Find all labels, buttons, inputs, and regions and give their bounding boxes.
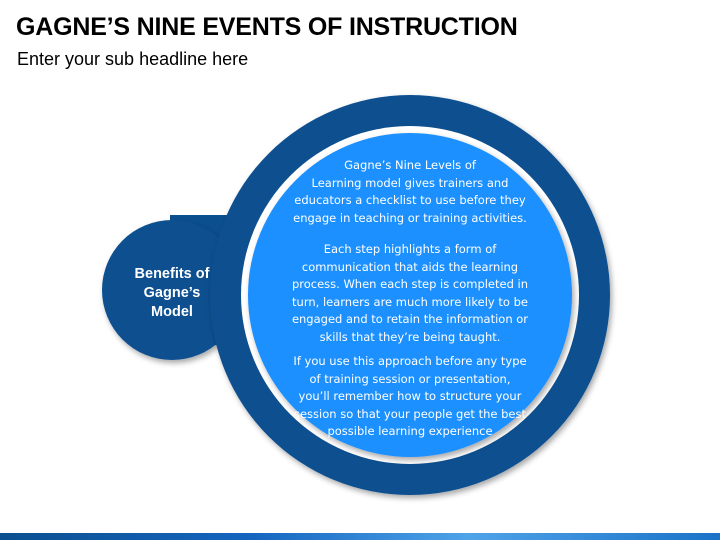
- side-label-line: Gagne’s: [143, 285, 201, 301]
- paragraph-line: turn, learners are much more likely to b…: [292, 294, 528, 309]
- paragraph-intro: Gagne’s Nine Levels of Learning model gi…: [280, 157, 540, 227]
- bottom-accent-bar: [0, 533, 720, 540]
- paragraph-line: session so that your people get the best: [293, 406, 526, 421]
- paragraph-line: skills that they’re being taught.: [319, 329, 501, 344]
- paragraph-steps: Each step highlights a form of communica…: [280, 241, 540, 346]
- paragraph-line: educators a checklist to use before they: [294, 193, 526, 207]
- inner-circle: [248, 133, 572, 457]
- side-circle: [102, 220, 242, 360]
- paragraph-line: engaged and to retain the information or: [291, 312, 529, 326]
- paragraph-line: Gagne’s Nine Levels of: [344, 158, 476, 172]
- paragraph-line: communication that aids the learning: [301, 259, 519, 274]
- paragraph-line: possible learning experience: [327, 424, 493, 438]
- side-label: Benefits of Gagne’s Model: [124, 265, 220, 322]
- paragraph-approach: If you use this approach before any type…: [280, 353, 540, 441]
- paragraph-line: you’ll remember how to structure your: [298, 389, 522, 403]
- paragraph-line: If you use this approach before any type: [293, 354, 527, 368]
- side-label-line: Model: [151, 304, 193, 320]
- paragraph-line: engage in teaching or training activitie…: [293, 210, 527, 225]
- paragraph-line: Each step highlights a form of: [323, 242, 497, 256]
- paragraph-line: Learning model gives trainers and: [311, 175, 509, 190]
- page-subtitle: Enter your sub headline here: [17, 49, 249, 69]
- paragraph-line: process. When each step is completed in: [291, 277, 529, 291]
- paragraph-line: of training session or presentation,: [309, 371, 511, 386]
- side-label-line: Benefits of: [134, 266, 210, 282]
- page-title: GAGNE’S NINE EVENTS OF INSTRUCTION: [16, 13, 518, 41]
